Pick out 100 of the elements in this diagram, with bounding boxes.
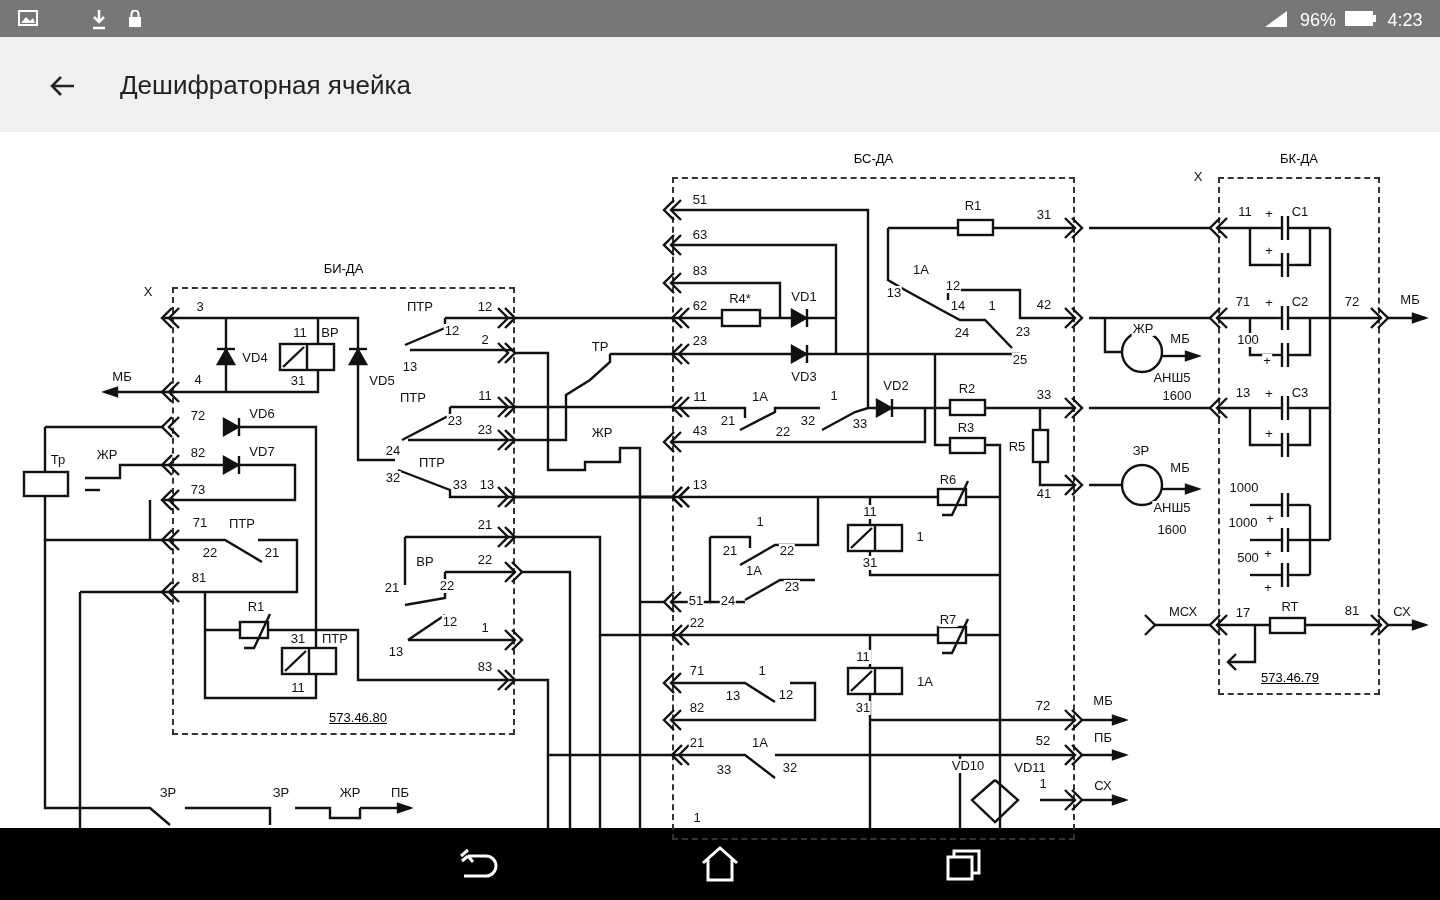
circuit-label: VD5 [368,374,396,388]
circuit-label: 23 [476,423,494,437]
circuit-label: R4* [728,292,752,306]
circuit-label: 2 [480,333,490,347]
circuit-label: 72 [189,409,207,423]
circuit-label: ВР [415,555,435,569]
circuit-label: 33 [851,417,869,431]
circuit-label: 3 [195,300,205,314]
circuit-label: 11 [477,389,493,403]
circuit-label: R2 [957,382,977,396]
circuit-label: 22 [688,616,706,630]
circuit-label: 32 [799,414,817,428]
circuit-label: ЗР [1131,444,1151,458]
circuit-label: RT [1280,600,1300,614]
circuit-label: 11 [692,390,708,404]
circuit-label: 51 [687,594,705,608]
circuit-label: 51 [691,193,709,207]
screen-title: Дешифраторная ячейка [120,70,411,101]
circuit-label: ЖР [1131,322,1155,336]
wire [496,668,691,767]
circuit-label: 21 [719,414,737,428]
circuit-label: 1 [692,811,702,825]
circuit-label: 73 [189,483,207,497]
circuit-label: 23 [691,334,709,348]
circuit-label: 31 [1035,208,1053,222]
circuit-label: ПБ [390,786,410,800]
circuit-label: 22 [476,553,494,567]
circuit-label: VD2 [882,379,910,393]
circuit-label: VD10 [950,759,986,773]
circuit-label: 12 [441,615,459,629]
circuit-label: 22 [778,544,796,558]
circuit-label: 13 [885,286,903,300]
circuit-label: 12 [443,324,461,338]
circuit-label: 31 [289,632,307,646]
circuit-label: 25 [1011,353,1029,367]
circuit-label: ЖР [590,426,614,440]
circuit-label: 1А [751,390,769,404]
wire [496,485,691,509]
circuit-label: 1А [916,675,934,689]
circuit-label: 72 [1034,699,1052,713]
part-number: 573.46.80 [329,710,387,725]
circuit-label: ЗР [271,786,291,800]
circuit-label: 81 [190,571,208,585]
status-text: 96% [1299,10,1337,30]
circuit-label: Тр [49,453,67,467]
circuit-label: 21 [383,581,401,595]
circuit-label: ПТР [418,456,446,470]
circuit-label: 62 [691,299,709,313]
circuit-label: 82 [688,701,706,715]
circuit-label: 83 [476,660,494,674]
circuit-label: ЗР [158,786,178,800]
wire [496,306,691,330]
circuit-label: 83 [691,264,709,278]
circuit-label: 13 [724,689,742,703]
circuit-label: 1 [1038,777,1048,791]
circuit-label: ЖР [338,786,362,800]
circuit-label: ТР [590,340,610,354]
status-text: 4:23 [1386,10,1424,30]
circuit-label: R1 [963,199,983,213]
circuit-label: 4 [193,373,203,387]
circuit-label: 13 [691,478,709,492]
circuit-label: 1000 [1227,516,1259,530]
circuit-label: СХ [1093,779,1113,793]
circuit-label: 12 [777,688,795,702]
circuit-label: 1 [829,389,839,403]
circuit-label: 11 [290,681,306,695]
circuit-label: 24 [384,444,402,458]
circuit-label: 17 [1234,606,1252,620]
circuit-label: 1А [751,736,769,750]
circuit-label: 71 [1234,295,1252,309]
circuit-label: 43 [691,424,709,438]
circuit-label: 33 [715,763,733,777]
circuit-label: АНШ5 [1152,371,1192,385]
circuit-label: 32 [781,761,799,775]
circuit-label: СХ [1392,605,1412,619]
circuit-label: 1600 [1161,389,1193,403]
circuit-label: ПТР [228,517,256,531]
circuit-label: 31 [289,374,307,388]
circuit-label: С3 [1290,386,1310,400]
circuit-label: 21 [263,546,281,560]
circuit-label: 32 [384,471,402,485]
circuit-label: МБ [1092,694,1114,708]
circuit-label: 23 [1014,325,1032,339]
circuit-label: 1 [987,299,997,313]
circuit-label: 1А [912,263,930,277]
circuit-label: 24 [719,594,737,608]
circuit-label: ПТР [399,391,427,405]
circuit-label: VD6 [248,407,276,421]
circuit-label: МСХ [1167,605,1199,619]
circuit-label: 1 [480,621,490,635]
circuit-label: X [142,285,154,299]
circuit-label: 11 [292,326,308,340]
circuit-label: 31 [861,556,879,570]
circuit-label: АНШ5 [1152,501,1192,515]
circuit-label: R7 [938,613,958,627]
circuit-label: 71 [191,516,209,530]
circuit-label: 1А [745,564,763,578]
circuit-label: 1 [915,530,925,544]
circuit-label: 22 [438,579,456,593]
circuit-label: МБ [1399,293,1421,307]
